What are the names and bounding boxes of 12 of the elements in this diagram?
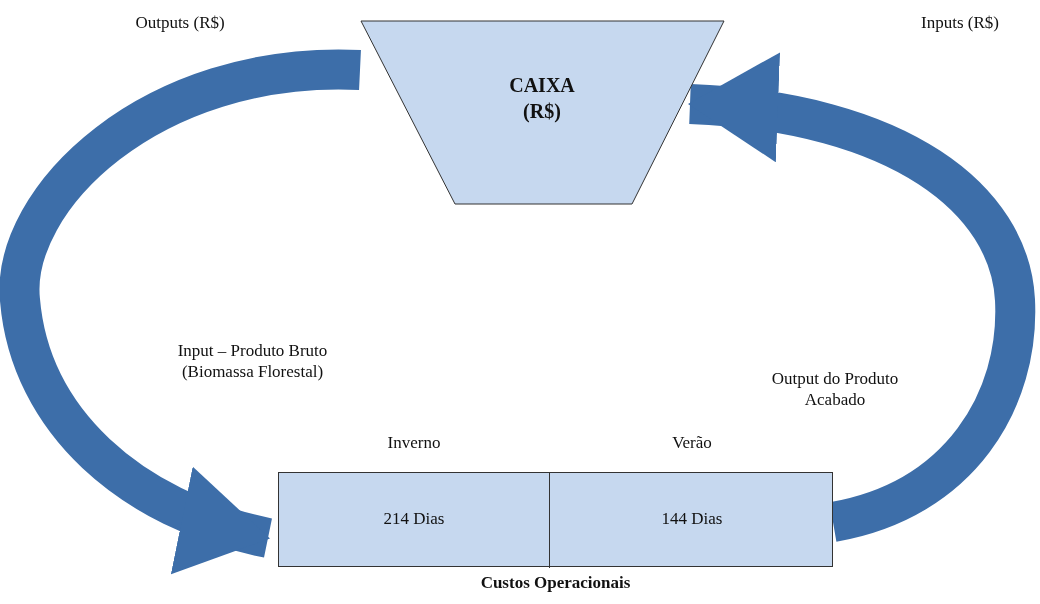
curved-block-arrow xyxy=(688,55,1035,542)
flow-label: Input – Produto Bruto (Biomassa Florestal) xyxy=(176,340,329,382)
funnel-trapezoid xyxy=(360,20,725,205)
season-label: Verão xyxy=(671,433,713,453)
bar-caption: Custos Operacionais xyxy=(479,573,632,593)
season-label: Inverno xyxy=(386,433,442,453)
flow-label: Outputs (R$) xyxy=(134,12,226,33)
duration-text: 144 Dias xyxy=(660,509,724,529)
duration-text: 214 Dias xyxy=(382,509,446,529)
flow-label: Inputs (R$) xyxy=(920,12,1000,33)
flow-label: Output do Produto Acabado xyxy=(770,368,900,410)
title-text: CAIXA (R$) xyxy=(508,73,576,124)
